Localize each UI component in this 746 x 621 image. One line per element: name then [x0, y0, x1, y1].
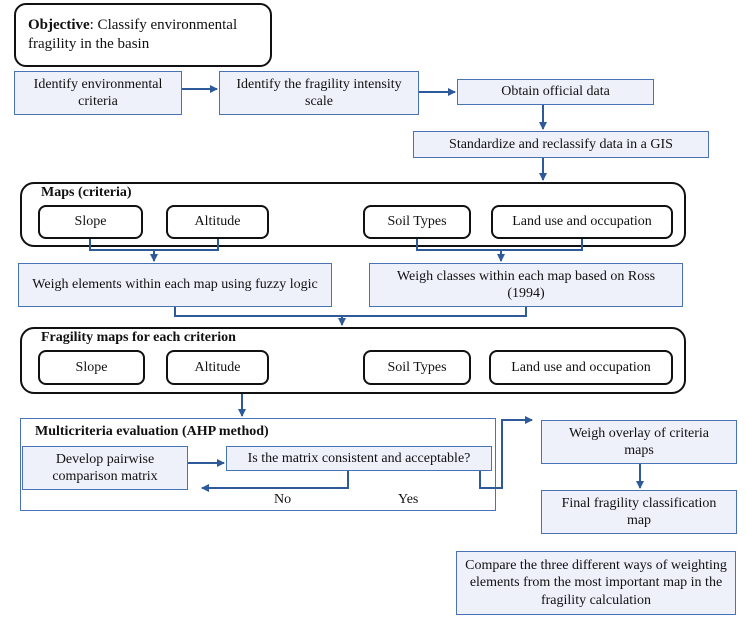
map-soil-types: Soil Types — [363, 205, 471, 239]
identify-criteria-box: Identify environmental criteria — [14, 71, 182, 115]
weigh-ross-box: Weigh classes within each map based on R… — [369, 263, 683, 307]
mce-title: Multicriteria evaluation (AHP method) — [35, 424, 269, 439]
pairwise-matrix-box: Develop pairwise comparison matrix — [22, 446, 188, 490]
fragility-altitude: Altitude — [166, 350, 269, 385]
fragility-soil-types: Soil Types — [363, 350, 471, 385]
no-label: No — [274, 492, 292, 507]
consistency-check-box: Is the matrix consistent and acceptable? — [226, 446, 492, 471]
fragility-maps-title: Fragility maps for each criterion — [41, 330, 236, 345]
map-slope: Slope — [38, 205, 143, 239]
yes-label: Yes — [398, 492, 419, 507]
standardize-box: Standardize and reclassify data in a GIS — [413, 131, 709, 158]
objective-text: Objective: Classify environmental fragil… — [28, 17, 238, 52]
fragility-slope: Slope — [38, 350, 145, 385]
final-map-box: Final fragility classification map — [541, 490, 737, 534]
map-altitude: Altitude — [166, 205, 269, 239]
compare-box: Compare the three different ways of weig… — [456, 551, 736, 615]
weigh-fuzzy-box: Weigh elements within each map using fuz… — [18, 263, 332, 307]
maps-criteria-title: Maps (criteria) — [41, 185, 132, 200]
fragility-land-use: Land use and occupation — [489, 350, 673, 385]
objective-box: Objective: Classify environmental fragil… — [14, 3, 272, 67]
map-land-use: Land use and occupation — [491, 205, 673, 239]
obtain-data-box: Obtain official data — [457, 79, 654, 105]
identify-scale-box: Identify the fragility intensity scale — [219, 71, 419, 115]
weigh-overlay-box: Weigh overlay of criteria maps — [541, 420, 737, 464]
